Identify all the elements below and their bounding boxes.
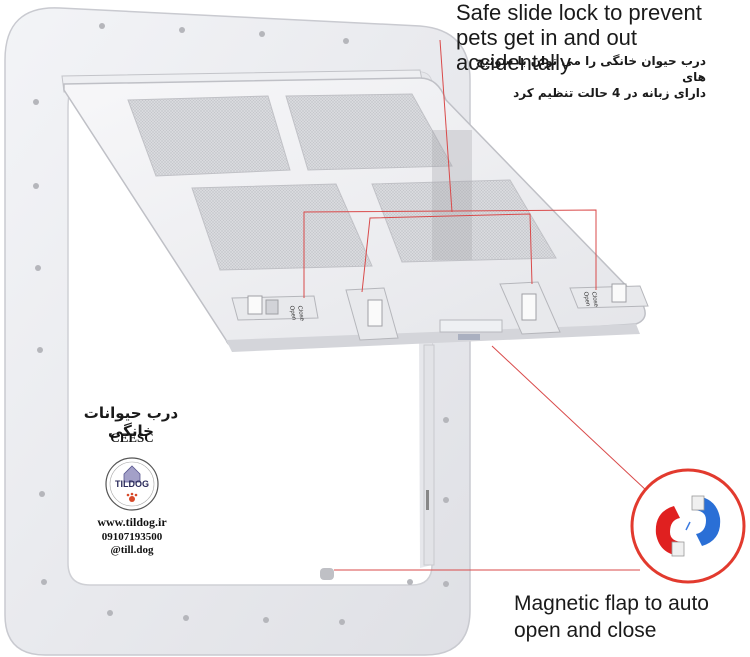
lock-callout-fa: درب حیوان خانگی را می توان با سوئیچ های … <box>476 53 706 101</box>
flap-side-rail <box>423 344 435 566</box>
phone-number: 09107193500 <box>101 531 163 543</box>
lock-slider-left <box>231 295 319 321</box>
flap-shadow <box>432 130 472 260</box>
lock-callout-lines <box>303 39 597 298</box>
lock-callout-title: Safe slide lock to prevent pets get in a… <box>456 0 750 75</box>
lock-label-close-left: Close <box>296 305 305 322</box>
paw-icon <box>126 492 138 502</box>
magnet-callout-line1: Magnetic flap to auto <box>514 592 709 615</box>
flap-rail-marker <box>426 490 429 510</box>
flap-magnet-tab <box>458 334 480 340</box>
lock-callout-line1: Safe slide lock to prevent <box>456 0 702 25</box>
lock-label-close-right: Close <box>590 291 599 308</box>
magnet-callout: Magnetic flap to auto open and close <box>514 590 750 644</box>
brand-logo <box>105 457 159 511</box>
magnet-notch <box>320 568 334 580</box>
website: www.tildog.ir <box>97 515 167 529</box>
social-handle: @till.dog <box>110 544 154 556</box>
magnet-icon <box>630 468 746 584</box>
magnet-callout-lines <box>334 345 649 571</box>
lock-callout-fa-line2: دارای زبانه در 4 حالت تنظیم کرد <box>513 86 706 100</box>
logo-text: TILDOG <box>115 479 149 489</box>
flap-handle <box>439 319 503 333</box>
lock-label-open-right: Open <box>582 291 590 307</box>
flap-mesh-windows <box>127 93 557 271</box>
lock-callout-line2: pets get in and out accidentally <box>456 25 638 75</box>
lock-slider-mid-left <box>345 287 399 341</box>
lock-slider-right <box>569 283 649 309</box>
lock-label-open-left: Open <box>288 305 296 321</box>
magnet-callout-line2: open and close <box>514 619 657 642</box>
brand-title-fa: درب حیوانات خانگی <box>83 404 179 440</box>
lock-slider-mid-right <box>499 281 561 335</box>
product-model: CEESC <box>110 430 154 445</box>
lock-callout-fa-line1: درب حیوان خانگی را می توان با سوئیچ های <box>476 54 706 84</box>
house-icon <box>123 465 141 483</box>
